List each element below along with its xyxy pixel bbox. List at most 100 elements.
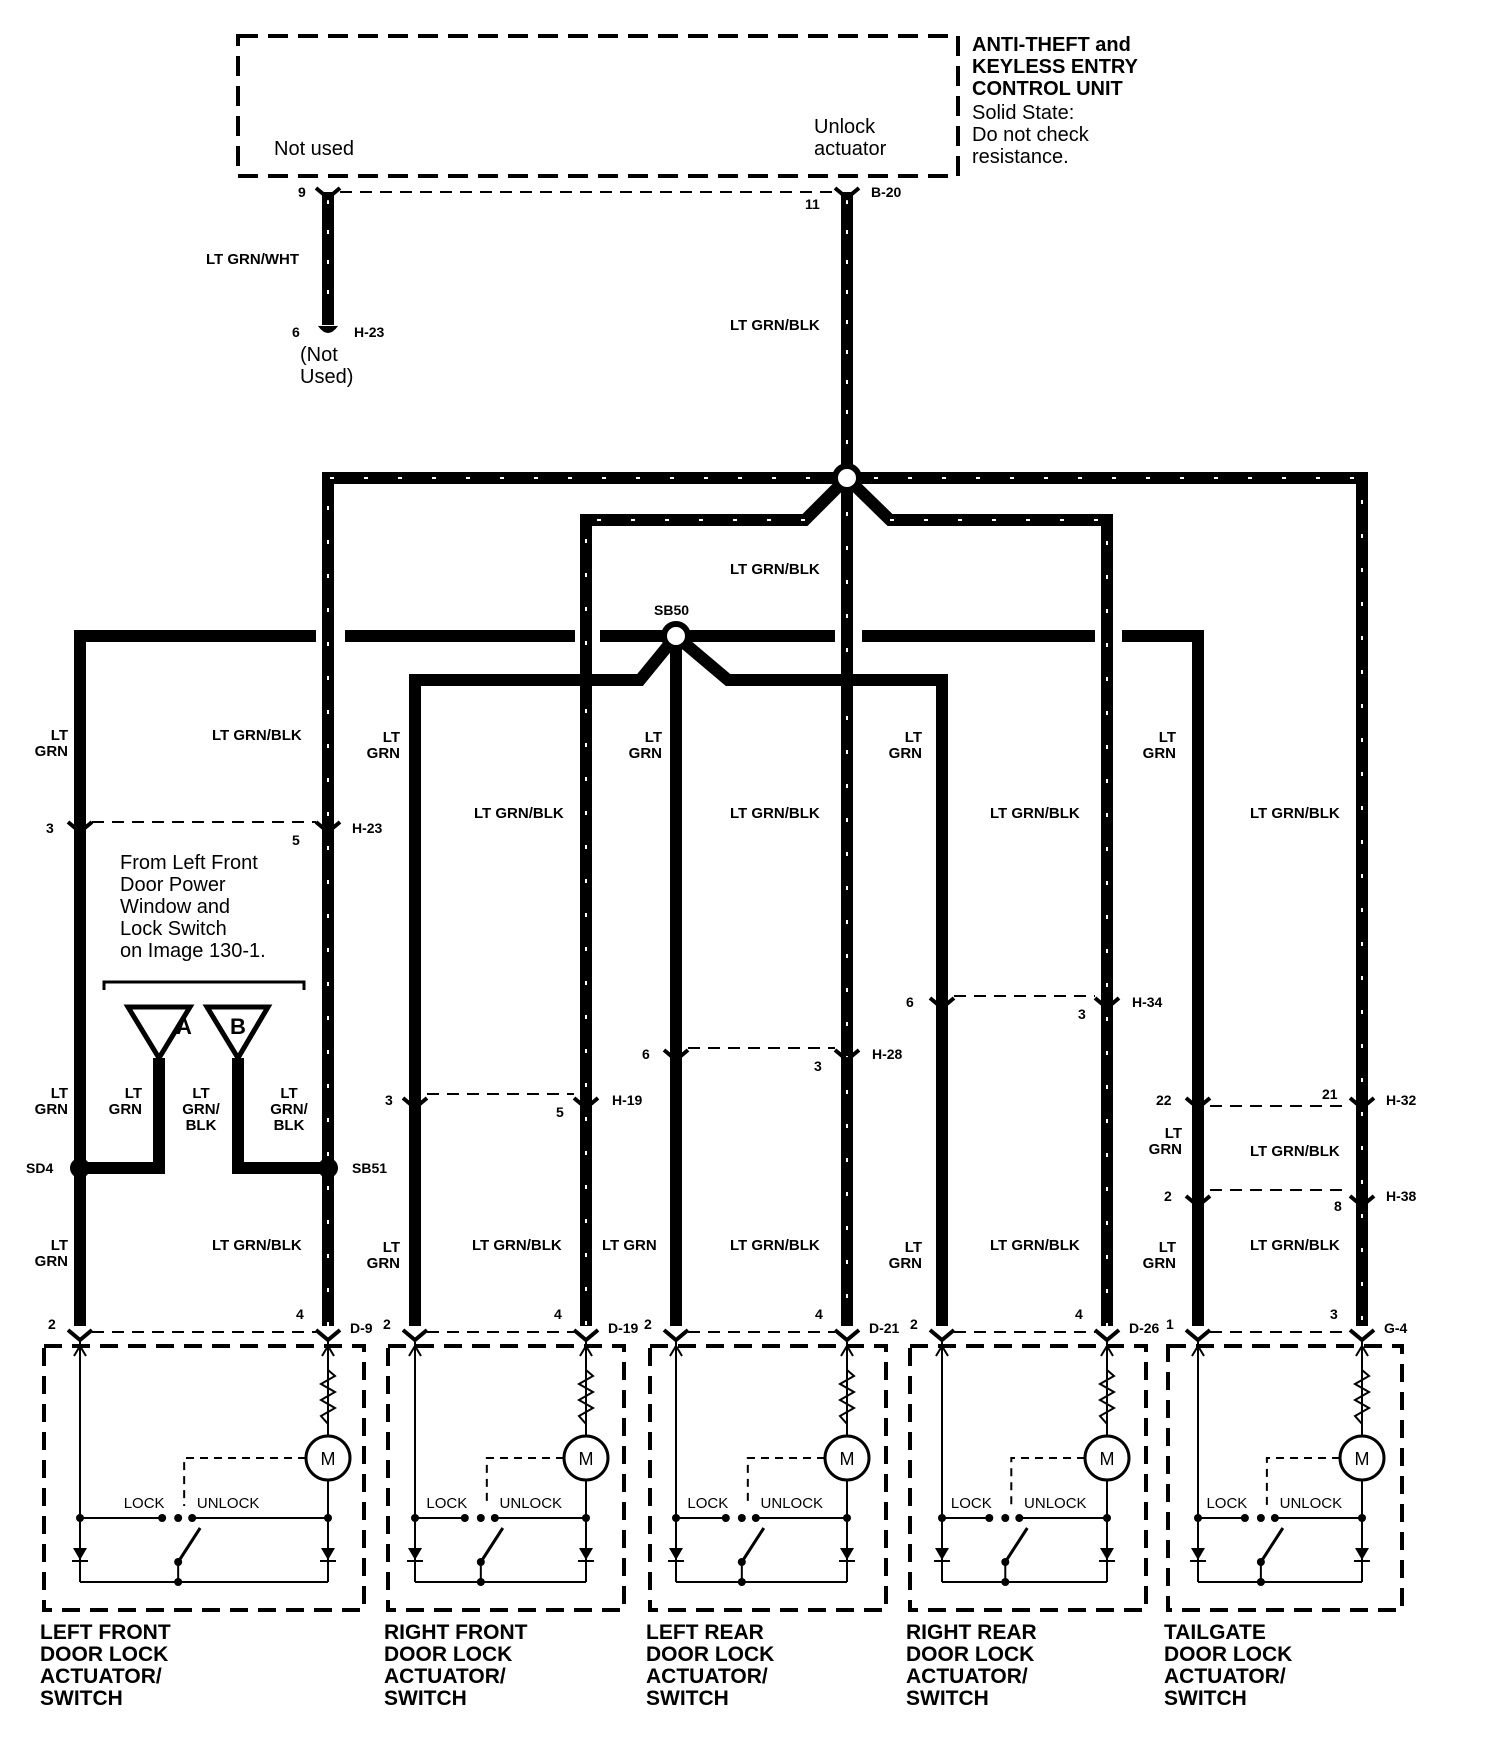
actuator-connector: D-26 [1129,1320,1160,1336]
wire-lt-grn-blk-rf-low: LT GRN/BLK [472,1237,562,1254]
input-b-letter: B [230,1014,246,1039]
actuator-pin-a: 2 [383,1316,391,1332]
h19-pin-3: 3 [385,1092,393,1108]
h19-label: H-19 [612,1092,643,1108]
connector-b20: B-20 [871,184,902,200]
pin-6: 6 [292,324,300,340]
unlock-label: UNLOCK [500,1495,563,1512]
wire-lt-grn-lr-low: LT GRN [602,1237,657,1254]
pin-11: 11 [805,196,820,212]
sd4-splice [70,1158,90,1178]
motor-label: M [321,1449,336,1469]
actuator-pin-b: 3 [1330,1306,1338,1322]
bracket [102,980,306,990]
h23-pin-3: 3 [46,820,54,836]
sb50-label: SB50 [654,602,690,618]
actuator-5: M LOCK UNLOCK [1166,1328,1404,1612]
wire-lt-grn-blk-4: LT GRN/BLK [990,805,1080,822]
left-front-switch-note: From Left Front Door Power Window and Lo… [120,852,266,962]
wire-lt-grn-blk-3: LT GRN/BLK [730,805,820,822]
h34-pin-6: 6 [906,994,914,1010]
connector-h23-top: H-23 [354,324,385,340]
main-unlock-wire [833,186,861,478]
actuator-pin-a: 2 [644,1316,652,1332]
motor-label: M [1100,1449,1115,1469]
h38-label: H-38 [1386,1188,1417,1204]
input-b [202,1004,273,1063]
wire-lt-grn-blk-tg-low: LT GRN/BLK [1250,1237,1340,1254]
wire-center-lt-grn-blk: LT GRN/BLK [730,561,820,578]
actuator-pin-b: 4 [815,1306,823,1322]
sb50-splice [661,621,691,651]
input-a [123,1004,195,1063]
pin-9: 9 [298,184,306,200]
actuator-pin-a: 2 [910,1316,918,1332]
actuator-1: M LOCK UNLOCK [42,1328,366,1612]
h32-pin-21: 21 [1322,1086,1338,1102]
motor-label: M [1355,1449,1370,1469]
actuator-pin-a: 2 [48,1316,56,1332]
wire-lt-grn-blk-rr-low: LT GRN/BLK [990,1237,1080,1254]
wire-lt-grn-blk-lr-low: LT GRN/BLK [730,1237,820,1254]
wire-lt-grn-wht: LT GRN/WHT [206,251,300,268]
actuator-pin-b: 4 [1075,1306,1083,1322]
actuator-pin-a: 1 [1166,1316,1174,1332]
wire-main-lt-grn-blk: LT GRN/BLK [730,317,820,334]
h19-pin-5: 5 [556,1104,564,1120]
unlock-label: UNLOCK [1024,1495,1087,1512]
wire-lt-grn-blk-2: LT GRN/BLK [474,805,564,822]
actuator-4: M LOCK UNLOCK [908,1328,1148,1612]
sb51-label: SB51 [352,1160,388,1176]
h28-pin-3: 3 [814,1058,822,1074]
h38-pin-2: 2 [1164,1188,1172,1204]
h28-pin-6: 6 [642,1046,650,1062]
lock-label: LOCK [426,1495,467,1512]
actuator-connector: D-9 [350,1320,373,1336]
unlock-label: UNLOCK [761,1495,824,1512]
not-used-label: Not used [274,138,355,160]
input-a-letter: A [176,1014,192,1039]
lock-label: LOCK [1206,1495,1247,1512]
actuator-pin-b: 4 [554,1306,562,1322]
lock-label: LOCK [951,1495,992,1512]
h34-label: H-34 [1132,994,1163,1010]
lock-label: LOCK [124,1495,165,1512]
h28-label: H-28 [872,1046,903,1062]
h34-pin-3: 3 [1078,1006,1086,1022]
unlock-label: UNLOCK [197,1495,260,1512]
actuator-pin-b: 4 [296,1306,304,1322]
not-used-wire [314,186,342,333]
h23-pin-5: 5 [292,832,300,848]
h38-pin-8: 8 [1334,1198,1342,1214]
h23-label: H-23 [352,820,383,836]
wire-lt-grn-blk-tailgate-mid: LT GRN/BLK [1250,1143,1340,1160]
main-splice [832,463,862,493]
unlock-label: UNLOCK [1280,1495,1343,1512]
control-unit-box [236,34,960,178]
sd4-label: SD4 [26,1160,54,1176]
wire-lt-grn-blk-1: LT GRN/BLK [212,727,302,744]
sb51-splice [318,1158,338,1178]
